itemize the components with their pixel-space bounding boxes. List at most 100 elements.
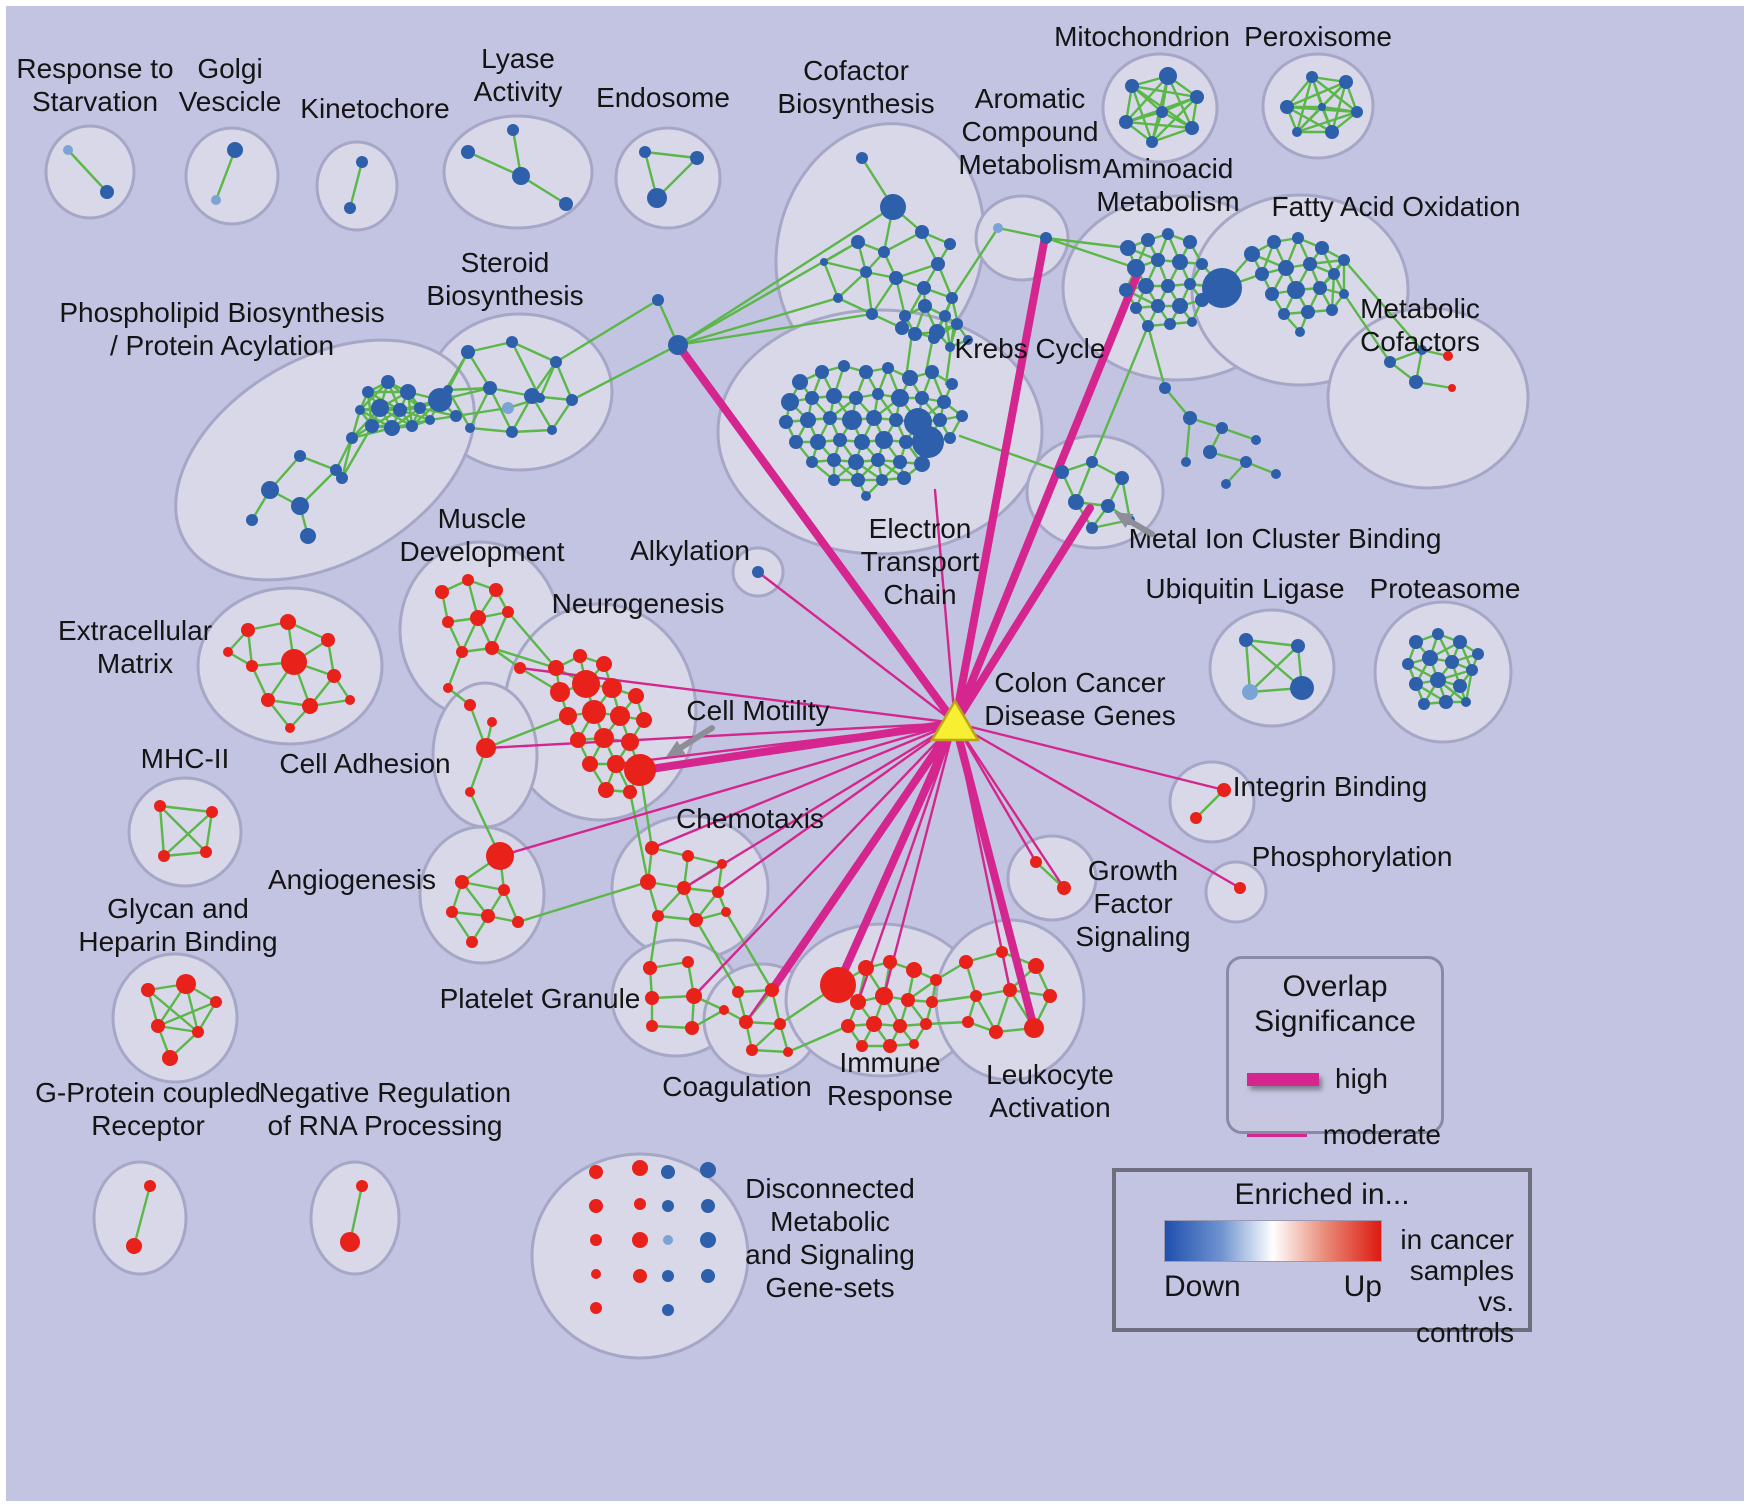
- gene-set-node-mhc-ii: [158, 850, 170, 862]
- gene-set-node-cofactor-biosynthesis: [931, 257, 945, 271]
- gene-set-node-electron-transport-chain: [823, 411, 837, 425]
- gene-set-node: [1183, 411, 1197, 425]
- gene-set-node-angiogenesis: [466, 936, 478, 948]
- legend-overlap-title: Overlap Significance: [1229, 969, 1441, 1039]
- legend-overlap-significance: Overlap Significance high moderate: [1226, 956, 1444, 1150]
- inter-cluster-edge: [724, 910, 774, 992]
- gene-set-node-krebs-cycle: [918, 299, 932, 313]
- inter-cluster-edge: [1146, 324, 1167, 390]
- gene-set-node-neurogenesis: [550, 682, 570, 702]
- label-angiogenesis: Angiogenesis: [268, 864, 436, 895]
- gene-set-node-electron-transport-chain: [882, 362, 894, 374]
- legend-enriched-body: Down Up in cancer samples vs. controls: [1130, 1220, 1514, 1348]
- edge-mhc-ii: [204, 810, 214, 854]
- gene-set-node-steroid-biosynthesis: [506, 336, 518, 348]
- edge-steroid-biosynthesis: [510, 340, 558, 364]
- label-integrin-binding: Integrin Binding: [1233, 771, 1428, 802]
- gene-set-node-phospholipid-biosynthesis: [371, 399, 389, 417]
- gene-set-node-phosphorylation: [1234, 882, 1246, 894]
- gene-set-node-peroxisome: [1318, 103, 1326, 111]
- inter-cluster-edge: [676, 205, 895, 347]
- gene-set-node-g-protein-coupled-receptor: [126, 1238, 142, 1254]
- gene-set-node-electron-transport-chain: [781, 393, 799, 411]
- cluster-ellipse-kinetochore: [315, 140, 399, 232]
- edge-phospholipid-biosynthesis: [298, 454, 338, 472]
- edge-mitochondrion: [1130, 84, 1154, 144]
- gene-set-node-phospholipid-biosynthesis: [346, 432, 358, 444]
- gene-set-node-kinetochore: [356, 156, 368, 168]
- gene-set-node-fatty-acid-oxidation: [1267, 235, 1281, 249]
- gene-set-node-coagulation: [739, 1015, 753, 1029]
- gene-set-node-neurogenesis: [559, 707, 577, 725]
- gene-set-node-phospholipid-biosynthesis: [362, 386, 374, 398]
- gene-set-node-electron-transport-chain: [861, 491, 871, 501]
- gene-set-node: [1203, 445, 1217, 459]
- gene-set-node-aminoacid-metabolism: [1151, 299, 1165, 313]
- gene-set-node-cofactor-biosynthesis: [895, 321, 909, 335]
- gene-set-node-chemotaxis: [640, 874, 656, 890]
- gene-set-node-endosome: [639, 146, 651, 158]
- gene-set-node-immune-response: [920, 1018, 932, 1030]
- gene-set-node-disconnected-gene-sets: [662, 1270, 674, 1282]
- gene-set-node-proteasome: [1461, 697, 1471, 707]
- gene-set-node-metal-ion-cluster-binding: [1101, 499, 1115, 513]
- gene-set-node-response-to-starvation: [100, 185, 114, 199]
- label-coagulation: Coagulation: [662, 1071, 811, 1102]
- gene-set-node-ubiquitin-ligase: [1290, 676, 1314, 700]
- label-alkylation: Alkylation: [630, 535, 750, 566]
- gene-set-node-phospholipid-biosynthesis: [355, 405, 365, 415]
- gene-set-node-electron-transport-chain: [800, 412, 816, 428]
- gene-set-node-aminoacid-metabolism: [1119, 283, 1133, 297]
- gene-set-node-steroid-biosynthesis: [461, 345, 475, 359]
- gene-set-node-fatty-acid-oxidation: [1301, 305, 1315, 319]
- gene-set-node-cofactor-biosynthesis: [866, 308, 878, 320]
- edge-cofactor-biosynthesis: [882, 230, 924, 254]
- gene-set-node-metal-ion-cluster-binding: [1055, 465, 1069, 479]
- inter-cluster-edge: [628, 790, 650, 884]
- gene-set-node-response-to-starvation: [63, 145, 73, 155]
- gene-set-node-aminoacid-metabolism: [1202, 268, 1242, 308]
- gene-set-node-steroid-biosynthesis: [524, 388, 540, 404]
- gene-set-node-muscle-development: [489, 583, 503, 597]
- gene-set-node-glycan-heparin-binding: [141, 983, 155, 997]
- inter-cluster-edge: [1044, 236, 1130, 250]
- inter-cluster-edge: [454, 406, 510, 418]
- gene-set-node-disconnected-gene-sets: [632, 1232, 648, 1248]
- gene-set-node-peroxisome: [1280, 100, 1294, 114]
- gene-set-node-proteasome: [1466, 664, 1478, 676]
- gene-set-node-krebs-cycle: [939, 310, 951, 322]
- gene-set-node-neurogenesis: [572, 670, 600, 698]
- gene-set-node-proteasome: [1453, 635, 1467, 649]
- gene-set-node-cell-adhesion: [476, 738, 496, 758]
- gene-set-node-metal-ion-cluster-binding: [1086, 522, 1098, 534]
- inter-cluster-edge: [538, 360, 558, 400]
- gene-set-node-immune-response: [820, 967, 856, 1003]
- gene-set-node-phospholipid-biosynthesis: [384, 420, 400, 436]
- hub-link-high: [951, 504, 1094, 727]
- gene-set-node-krebs-cycle: [945, 342, 955, 352]
- gene-set-node-cofactor-biosynthesis: [944, 238, 956, 250]
- edge-peroxisome: [1285, 80, 1348, 109]
- gene-set-node-muscle-development: [443, 683, 453, 693]
- edge-steroid-biosynthesis: [550, 398, 574, 432]
- gene-set-node-aminoacid-metabolism: [1127, 259, 1145, 277]
- gene-set-node-aminoacid-metabolism: [1151, 253, 1165, 267]
- gene-set-node-phospholipid-biosynthesis: [414, 402, 426, 414]
- edge-steroid-biosynthesis: [510, 428, 554, 434]
- label-neurogenesis: Neurogenesis: [552, 588, 725, 619]
- gene-set-node-disconnected-gene-sets: [701, 1269, 715, 1283]
- gene-set-node-platelet-granule: [643, 961, 657, 975]
- gene-set-node-krebs-cycle: [929, 324, 945, 340]
- gene-set-node-krebs-cycle: [899, 310, 911, 322]
- gene-set-node-fatty-acid-oxidation: [1287, 281, 1305, 299]
- gene-set-node-mitochondrion: [1119, 115, 1133, 129]
- gene-set-node-muscle-development: [435, 585, 449, 599]
- edge-coagulation: [750, 1022, 782, 1052]
- gene-set-node-fatty-acid-oxidation: [1315, 241, 1329, 255]
- edge-mitochondrion: [1124, 74, 1170, 124]
